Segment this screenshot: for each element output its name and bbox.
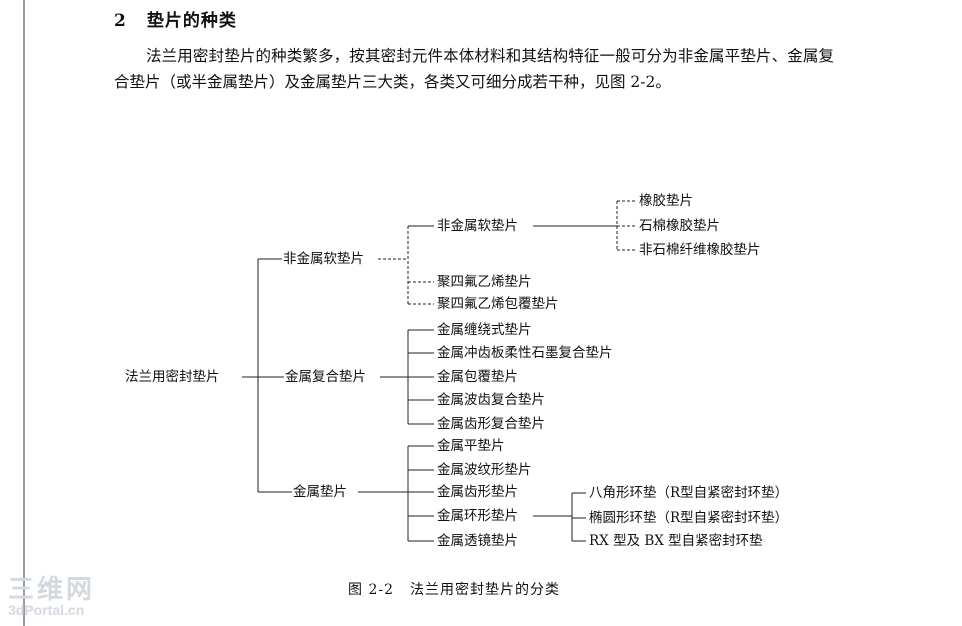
figure-number: 图 2-2	[348, 582, 394, 598]
tree-item: 金属缠绕式垫片	[436, 321, 533, 339]
body-paragraph: 法兰用密封垫片的种类繁多，按其密封元件本体材料和其结构特征一般可分为非金属平垫片…	[114, 43, 834, 95]
watermark-main: 三维网	[8, 574, 96, 604]
tree-item: 聚四氟乙烯包覆垫片	[436, 295, 560, 313]
tree-item: 聚四氟乙烯垫片	[436, 273, 533, 291]
figure-caption: 图 2-2 法兰用密封垫片的分类	[348, 579, 560, 599]
tree-leaf: RX 型及 BX 型自紧密封环垫	[588, 532, 764, 550]
tree-item: 金属透镜垫片	[436, 532, 519, 550]
tree-leaf: 石棉橡胶垫片	[638, 217, 721, 235]
tree-category-3: 金属垫片	[292, 483, 348, 501]
tree-item: 金属包覆垫片	[436, 368, 519, 386]
tree-item: 金属平垫片	[436, 437, 506, 455]
tree-item: 金属环形垫片	[436, 507, 519, 525]
tree-leaf: 非石棉纤维橡胶垫片	[638, 241, 762, 259]
tree-item: 金属波齿复合垫片	[436, 391, 546, 409]
tree-item: 金属齿形垫片	[436, 483, 519, 501]
tree-category-2: 金属复合垫片	[284, 368, 367, 386]
watermark-logo: 三维网 3dPortal.cn	[8, 576, 108, 618]
tree-category-1: 非金属软垫片	[282, 250, 365, 268]
section-number: 2	[114, 11, 127, 31]
tree-item: 金属齿形复合垫片	[436, 415, 546, 433]
section-heading: 2 垫片的种类	[114, 6, 237, 31]
tree-leaf: 橡胶垫片	[638, 192, 694, 210]
tree-root: 法兰用密封垫片	[124, 368, 221, 386]
tree-item: 非金属软垫片	[436, 217, 519, 235]
paragraph-text: 法兰用密封垫片的种类繁多，按其密封元件本体材料和其结构特征一般可分为非金属平垫片…	[114, 47, 834, 91]
watermark-sub: 3dPortal.cn	[8, 602, 85, 618]
figure-title: 法兰用密封垫片的分类	[410, 582, 560, 598]
page-margin-line	[23, 0, 25, 626]
tree-leaf: 八角形环垫（R型自紧密封环垫）	[588, 484, 790, 502]
tree-item: 金属冲齿板柔性石墨复合垫片	[436, 344, 614, 362]
tree-leaf: 椭圆形环垫（R型自紧密封环垫）	[588, 509, 790, 527]
tree-item: 金属波纹形垫片	[436, 461, 533, 479]
section-title: 垫片的种类	[146, 11, 237, 31]
